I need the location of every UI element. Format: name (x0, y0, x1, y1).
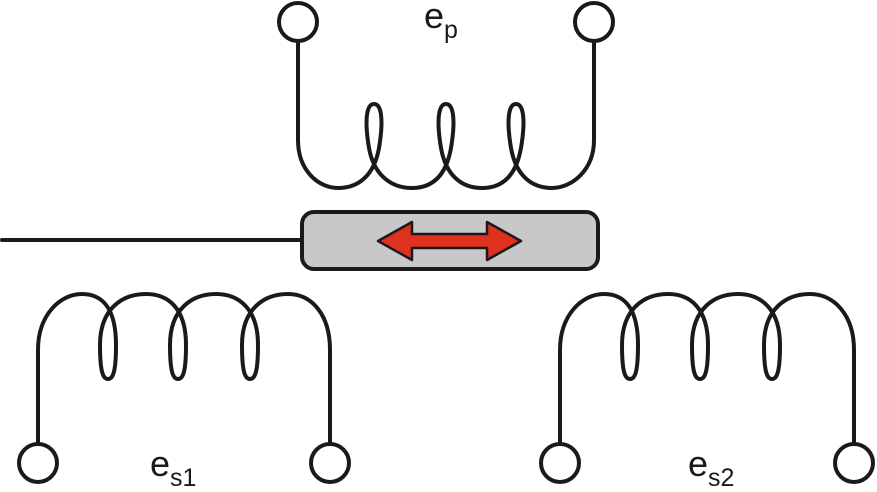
double-headed-arrow-icon (376, 220, 523, 262)
primary-terminal-left (277, 1, 319, 43)
primary-label-base: e (424, 0, 444, 36)
secondary-1-label-subscript: s1 (170, 464, 196, 492)
secondary-2-label-subscript: s2 (708, 464, 734, 492)
secondary-coil-1 (36, 292, 332, 448)
secondary-1-terminal-right (309, 442, 351, 484)
secondary-coil-2-winding (558, 292, 856, 448)
secondary-2-label-base: e (688, 443, 708, 484)
secondary-2-label: es2 (688, 443, 734, 492)
primary-label-subscript: p (444, 16, 458, 44)
primary-coil (296, 38, 596, 190)
secondary-1-label: es1 (150, 443, 196, 492)
secondary-1-label-base: e (150, 443, 170, 484)
primary-coil-winding (296, 38, 596, 190)
primary-label: ep (424, 0, 458, 44)
secondary-coil-1-winding (36, 292, 332, 448)
secondary-1-terminal-left (17, 442, 59, 484)
primary-terminal-right (573, 1, 615, 43)
secondary-coil-2 (558, 292, 856, 448)
secondary-2-terminal-left (539, 442, 581, 484)
secondary-2-terminal-right (833, 442, 875, 484)
